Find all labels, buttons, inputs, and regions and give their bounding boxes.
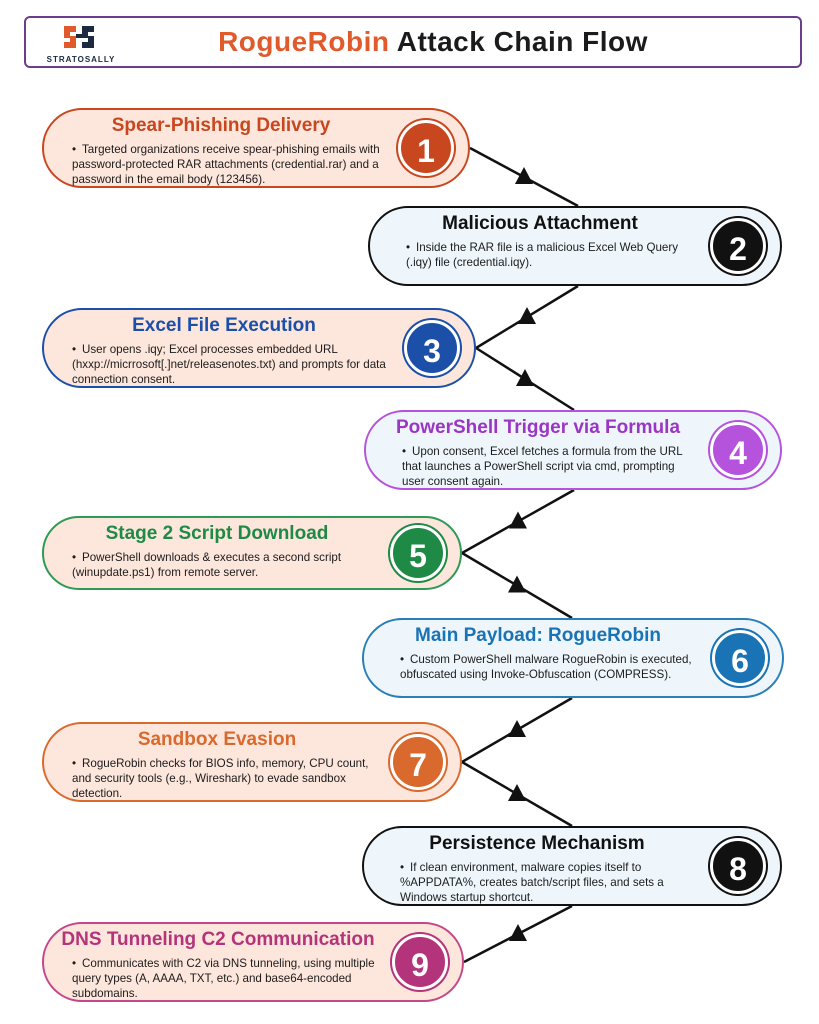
step-title: Persistence Mechanism: [429, 833, 645, 854]
bullet-icon: •: [72, 757, 77, 770]
bullet-icon: •: [402, 445, 407, 458]
connector-arrow-icon-1: [515, 167, 533, 184]
bullet-icon: •: [400, 861, 405, 874]
title-banner: STRATOSALLY RogueRobin Attack Chain Flow: [24, 16, 802, 68]
step-description-text: PowerShell downloads & executes a second…: [72, 551, 342, 579]
step-description-text: Targeted organizations receive spear-phi…: [72, 143, 380, 186]
connector-arrow-icon-4: [509, 511, 527, 529]
step-description-text: Inside the RAR file is a malicious Excel…: [406, 241, 679, 269]
step-description: •User opens .iqy; Excel processes embedd…: [72, 342, 388, 387]
logo-text: STRATOSALLY: [46, 55, 116, 64]
step-number-badge: 1: [398, 120, 454, 176]
step-title: Malicious Attachment: [442, 213, 638, 234]
step-description: •Upon consent, Excel fetches a formula f…: [402, 444, 694, 489]
title-rest: Attack Chain Flow: [396, 26, 648, 57]
step-title: Spear-Phishing Delivery: [111, 115, 331, 136]
bullet-icon: •: [72, 143, 77, 156]
step-description: •Targeted organizations receive spear-ph…: [72, 142, 382, 187]
bullet-icon: •: [72, 343, 77, 356]
connector-arrow-icon-2: [518, 307, 536, 324]
step-title: Sandbox Evasion: [137, 729, 297, 750]
step-title: PowerShell Trigger via Formula: [395, 417, 681, 438]
step-card-3: Excel File Execution •User opens .iqy; Ex…: [42, 308, 476, 388]
step-card-8: Persistence Mechanism •If clean environme…: [362, 826, 782, 906]
step-description: •Communicates with C2 via DNS tunneling,…: [72, 956, 376, 1001]
step-title: DNS Tunneling C2 Communication: [61, 929, 375, 950]
step-description-text: If clean environment, malware copies its…: [400, 861, 664, 904]
connector-arrow-icon-7: [508, 784, 526, 801]
bullet-icon: •: [400, 653, 405, 666]
step-title: Main Payload: RogueRobin: [415, 625, 661, 646]
step-number-badge: 6: [712, 630, 768, 686]
step-number-badge: 7: [390, 734, 446, 790]
step-number-badge: 9: [392, 934, 448, 990]
step-number-badge: 3: [404, 320, 460, 376]
step-card-7: Sandbox Evasion •RogueRobin checks for BI…: [42, 722, 462, 802]
step-card-2: Malicious Attachment •Inside the RAR file…: [368, 206, 782, 286]
step-title: Excel File Execution: [132, 315, 316, 336]
step-description: •Inside the RAR file is a malicious Exce…: [406, 240, 694, 270]
step-number-badge: 2: [710, 218, 766, 274]
step-number-badge: 5: [390, 525, 446, 581]
step-description-text: RogueRobin checks for BIOS info, memory,…: [72, 757, 369, 800]
step-card-9: DNS Tunneling C2 Communication •Communica…: [42, 922, 464, 1002]
stratosally-logo: STRATOSALLY: [36, 22, 126, 66]
bullet-icon: •: [72, 551, 77, 564]
step-description: •If clean environment, malware copies it…: [400, 860, 694, 905]
step-description-text: Custom PowerShell malware RogueRobin is …: [400, 653, 692, 681]
step-description: •Custom PowerShell malware RogueRobin is…: [400, 652, 696, 682]
step-description: •PowerShell downloads & executes a secon…: [72, 550, 374, 580]
bullet-icon: •: [72, 957, 77, 970]
bullet-icon: •: [406, 241, 411, 254]
step-card-5: Stage 2 Script Download •PowerShell downl…: [42, 516, 462, 590]
page-title: RogueRobin Attack Chain Flow: [126, 26, 740, 58]
step-title: Stage 2 Script Download: [105, 523, 329, 544]
step-number-badge: 8: [710, 838, 766, 894]
connector-arrow-icon-5: [508, 575, 526, 593]
step-description-text: User opens .iqy; Excel processes embedde…: [72, 343, 386, 386]
step-card-6: Main Payload: RogueRobin •Custom PowerShe…: [362, 618, 784, 698]
step-card-4: PowerShell Trigger via Formula •Upon cons…: [364, 410, 782, 490]
connector-arrow-icon-3: [516, 369, 534, 386]
connector-arrow-icon-8: [509, 924, 527, 941]
connector-arrow-icon-6: [508, 720, 526, 737]
step-description: •RogueRobin checks for BIOS info, memory…: [72, 756, 374, 801]
logo-mark-icon: [64, 26, 94, 48]
step-card-1: Spear-Phishing Delivery •Targeted organiz…: [42, 108, 470, 188]
step-description-text: Communicates with C2 via DNS tunneling, …: [72, 957, 375, 1000]
title-accent: RogueRobin: [218, 26, 390, 57]
step-description-text: Upon consent, Excel fetches a formula fr…: [402, 445, 683, 488]
step-number-badge: 4: [710, 422, 766, 478]
